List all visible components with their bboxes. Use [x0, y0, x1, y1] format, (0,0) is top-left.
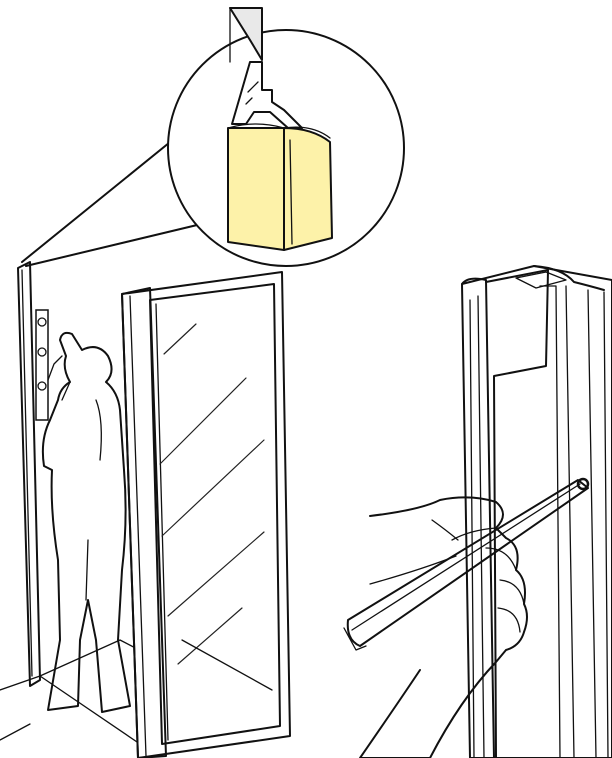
door-panel: [122, 272, 290, 758]
wall-profile: [18, 262, 48, 686]
